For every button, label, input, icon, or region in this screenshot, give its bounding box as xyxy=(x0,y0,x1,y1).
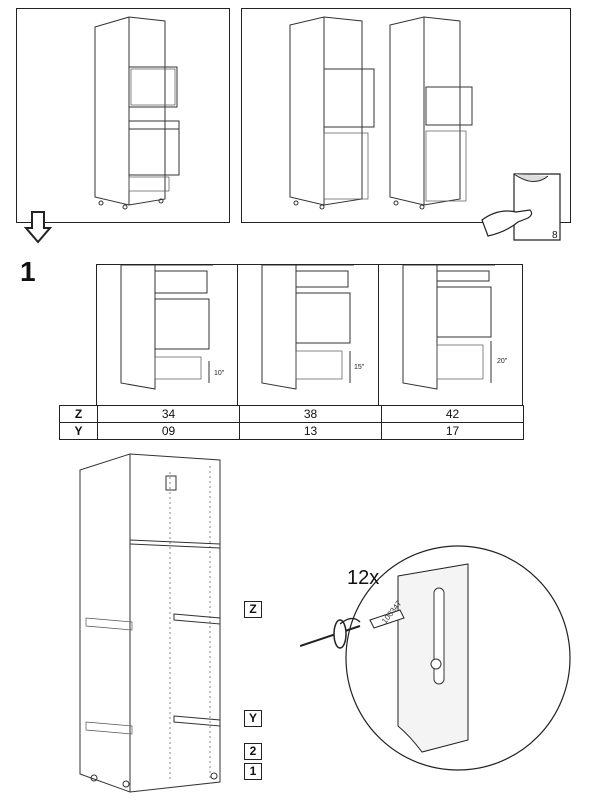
dimension-table: Z 34 38 42 Y 09 13 17 xyxy=(59,405,524,440)
gap-measurement-1: 10" xyxy=(214,370,225,377)
gap-variant-panel-1 xyxy=(96,264,238,406)
step-number: 1 xyxy=(20,256,36,287)
gap-variant-panel-2 xyxy=(237,264,379,406)
row-label-z: Z xyxy=(59,405,98,423)
callout-z: Z xyxy=(244,601,262,618)
page-turn-icon xyxy=(478,168,570,246)
detail-zoom-illustration xyxy=(300,540,600,790)
table-row: Y 09 13 17 xyxy=(59,422,524,440)
arrow-down-icon xyxy=(24,210,52,246)
table-cell: 34 xyxy=(97,405,240,423)
gap-measurement-3: 20" xyxy=(497,358,508,365)
row-label-y: Y xyxy=(59,422,98,440)
cabinet-variants-illustration xyxy=(289,16,473,210)
cabinet-assembly-illustration xyxy=(70,452,270,804)
table-cell: 13 xyxy=(239,422,382,440)
gap-measurement-2: 15" xyxy=(354,364,365,371)
next-page-number: 8 xyxy=(552,230,558,241)
table-row: Z 34 38 42 xyxy=(59,405,524,423)
cabinet-microwave-oven-illustration xyxy=(94,16,180,210)
callout-1: 1 xyxy=(244,763,262,780)
table-cell: 42 xyxy=(381,405,524,423)
callout-2: 2 xyxy=(244,743,262,760)
table-cell: 38 xyxy=(239,405,382,423)
table-cell: 09 xyxy=(97,422,240,440)
table-cell: 17 xyxy=(381,422,524,440)
top-left-panel xyxy=(16,8,230,223)
callout-y: Y xyxy=(244,710,262,727)
screw-quantity: 12x xyxy=(347,567,380,589)
gap-variant-panel-3 xyxy=(378,264,523,406)
